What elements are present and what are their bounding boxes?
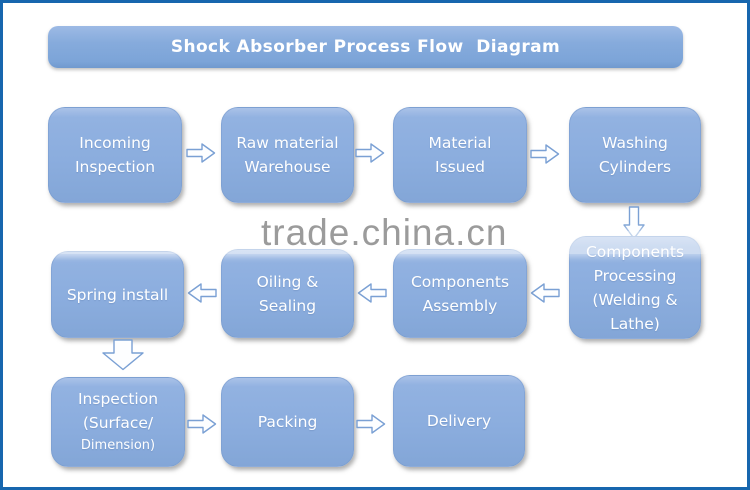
arrow-down-icon bbox=[102, 339, 144, 371]
arrow-right-icon bbox=[356, 414, 386, 434]
node-incoming-inspection: Incoming Inspection bbox=[48, 107, 182, 203]
node-spring-install: Spring install bbox=[51, 251, 184, 338]
node-label: Washing Cylinders bbox=[598, 134, 672, 176]
node-label: Inspection (Surface/ bbox=[77, 390, 159, 432]
arrow-right-icon bbox=[186, 143, 216, 163]
node-sublabel: Dimension) bbox=[80, 438, 156, 453]
watermark-text: trade.china.cn bbox=[261, 212, 508, 253]
node-components-assembly: Components Assembly bbox=[393, 249, 527, 338]
arrow-right-icon bbox=[187, 414, 217, 434]
node-label: Components Assembly bbox=[410, 272, 510, 315]
watermark-band bbox=[3, 231, 747, 254]
arrow-left-icon bbox=[187, 283, 217, 303]
node-label: Delivery bbox=[426, 412, 492, 430]
arrow-left-icon bbox=[530, 283, 560, 303]
node-oiling-sealing: Oiling & Sealing bbox=[221, 249, 354, 338]
node-delivery: Delivery bbox=[393, 375, 525, 467]
arrow-right-icon bbox=[530, 144, 560, 164]
diagram-title: Shock Absorber Process Flow Diagram bbox=[48, 26, 683, 68]
node-material-issued: Material Issued bbox=[393, 107, 527, 203]
node-inspection-surface-dimension: Inspection (Surface/ Dimension) bbox=[51, 377, 185, 467]
node-label: Spring install bbox=[66, 285, 169, 304]
arrow-right-icon bbox=[355, 143, 385, 163]
arrow-left-icon bbox=[357, 283, 387, 303]
node-raw-material-warehouse: Raw material Warehouse bbox=[221, 107, 354, 203]
node-label: Packing bbox=[257, 413, 318, 431]
node-washing-cylinders: Washing Cylinders bbox=[569, 107, 701, 203]
node-label: Material Issued bbox=[428, 134, 492, 176]
node-label: Oiling & Sealing bbox=[256, 272, 319, 315]
node-label: Raw material Warehouse bbox=[236, 134, 339, 176]
node-label: Incoming Inspection bbox=[74, 134, 156, 176]
node-packing: Packing bbox=[221, 377, 354, 467]
